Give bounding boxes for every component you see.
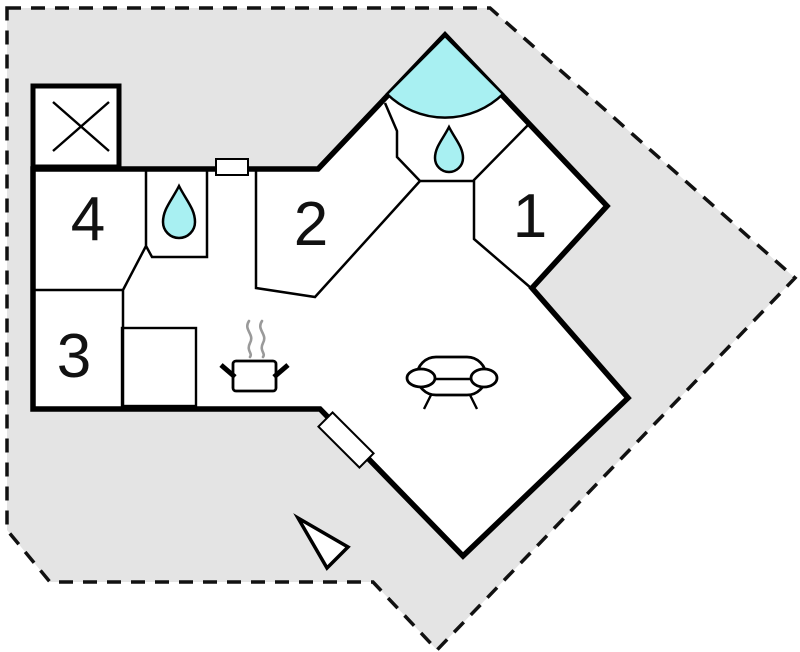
- water-drop-corner-icon: [433, 124, 465, 174]
- stove-pot-icon: [219, 319, 290, 393]
- corner-shower-icon: [385, 34, 505, 119]
- steam-icon: [246, 319, 266, 359]
- water-drop-icon: [161, 183, 197, 240]
- room-2-label: 2: [294, 190, 328, 259]
- sofa-icon: [405, 355, 499, 410]
- room-3-label: 3: [57, 322, 91, 391]
- entry-door: [215, 158, 249, 176]
- cross-box-outbuilding-icon: [30, 83, 122, 170]
- north-arrow-icon: [293, 513, 351, 571]
- closet-box: [120, 326, 198, 408]
- terrace-door: [317, 411, 375, 469]
- room-1-label: 1: [513, 182, 547, 251]
- house-outline: [30, 31, 632, 560]
- room-4-label: 4: [71, 185, 105, 254]
- lot-boundary-dashed: [5, 6, 798, 652]
